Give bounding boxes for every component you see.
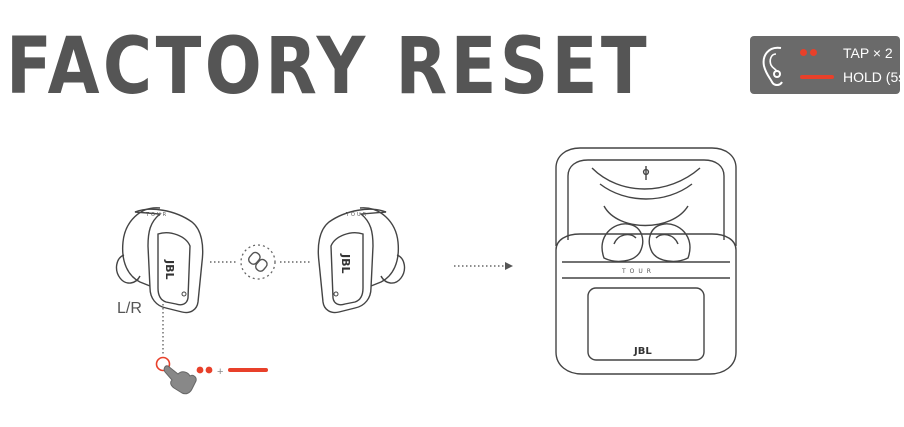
right-earbud-logo: JBL (339, 253, 352, 274)
tap-dot-1 (800, 49, 807, 56)
arrow-right-icon (454, 262, 513, 270)
finger-press-icon (155, 356, 197, 395)
svg-text:TOUR: TOUR (621, 268, 655, 275)
left-earbud-logo: JBL (163, 259, 176, 280)
page-title: FACTORY RESET (6, 22, 651, 112)
charging-case: TOUR JBL (555, 147, 737, 375)
ear-touch-icon (762, 46, 783, 86)
gesture-legend: TAP × 2 HOLD (5s) (750, 36, 904, 94)
case-logo: JBL (633, 346, 652, 357)
right-earbud: JBL TOUR (317, 207, 406, 314)
svg-text:TOUR: TOUR (145, 212, 168, 218)
plus-sign: + (217, 366, 224, 378)
left-earbud: JBL TOUR (115, 207, 204, 314)
sequence-tap-dot-2 (205, 366, 213, 374)
sequence-hold-bar (228, 368, 268, 372)
link-icon (240, 244, 276, 280)
tap-dot-2 (810, 49, 817, 56)
sequence-tap-dot-1 (196, 366, 204, 374)
tap-label: TAP × 2 (843, 45, 893, 61)
svg-text:TOUR: TOUR (345, 212, 368, 218)
hold-label: HOLD (5s) (843, 69, 904, 85)
hold-bar (800, 75, 834, 79)
earbud-side-label: L/R (117, 300, 142, 317)
